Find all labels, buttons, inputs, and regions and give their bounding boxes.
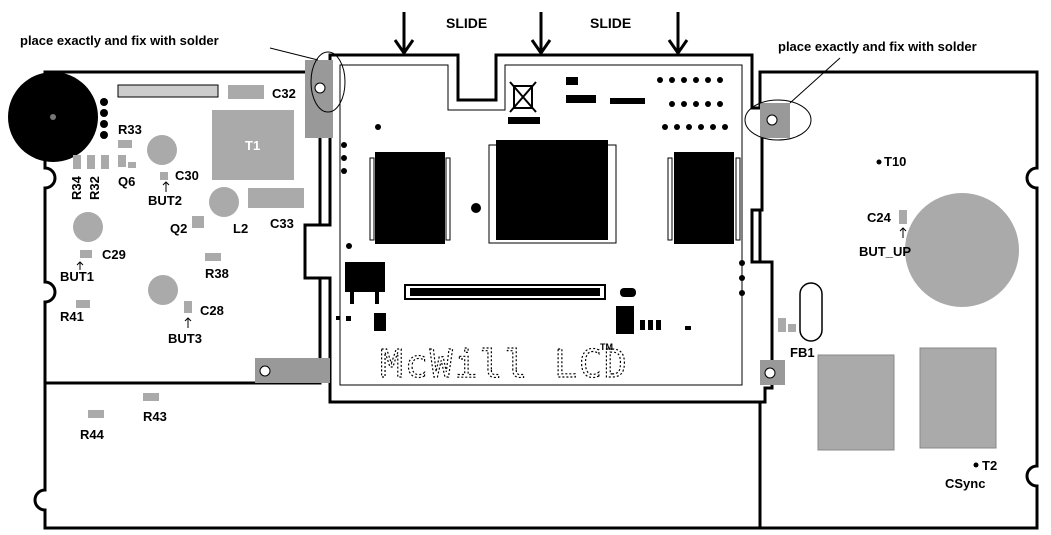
label-q2: Q2 <box>170 221 187 236</box>
weee-bin-icon <box>509 81 537 113</box>
slide-arrow-center <box>530 12 552 56</box>
left-board-outline <box>43 70 322 385</box>
label-t1: T1 <box>245 138 260 153</box>
label-c29: C29 <box>102 247 126 262</box>
lcd-chip-right <box>674 152 734 244</box>
label-r34: R34 <box>69 175 84 200</box>
label-c30: C30 <box>175 168 199 183</box>
label-but3: BUT3 <box>168 331 202 346</box>
right-board-outline <box>758 70 1039 530</box>
label-c24: C24 <box>867 210 892 225</box>
left-lower-board <box>33 383 762 530</box>
callout-ellipse-left <box>310 51 346 113</box>
slide-label-left: SLIDE <box>446 15 487 31</box>
lcd-chip-center <box>496 140 608 240</box>
label-but-up: BUT_UP <box>859 244 911 259</box>
fb1-part <box>799 282 823 342</box>
label-fb1: FB1 <box>790 345 815 360</box>
label-t2: T2 <box>982 458 997 473</box>
label-r38: R38 <box>205 266 229 281</box>
slide-arrow-left <box>393 12 415 56</box>
solder-note-right: place exactly and fix with solder <box>778 39 977 54</box>
label-r43: R43 <box>143 409 167 424</box>
label-r32: R32 <box>87 176 102 200</box>
label-csync: CSync <box>945 476 985 491</box>
lcd-inner-outline <box>339 64 743 386</box>
slide-label-right: SLIDE <box>590 15 631 31</box>
label-c33: C33 <box>270 216 294 231</box>
label-r41: R41 <box>60 309 84 324</box>
label-but2: BUT2 <box>148 193 182 208</box>
label-c28: C28 <box>200 303 224 318</box>
solder-tab-top-left <box>305 60 333 138</box>
inductor-right <box>919 347 997 449</box>
callout-ellipse-right <box>744 99 812 141</box>
lcd-small-parts <box>336 77 745 334</box>
label-r33: R33 <box>118 122 142 137</box>
label-r44: R44 <box>80 427 105 442</box>
label-l2: L2 <box>233 221 248 236</box>
label-but1: BUT1 <box>60 269 94 284</box>
connector-strip <box>117 84 219 98</box>
logo-text: McWill LCD <box>380 342 629 386</box>
transformer-t1 <box>212 110 294 180</box>
label-t10: T10 <box>884 154 906 169</box>
label-q6: Q6 <box>118 174 135 189</box>
round-pad-right <box>905 193 1019 307</box>
lcd-chip-left <box>375 152 445 244</box>
inductor-left <box>817 354 895 451</box>
logo-tm: TM <box>600 342 613 352</box>
solder-note-left: place exactly and fix with solder <box>20 33 219 48</box>
label-c32: C32 <box>272 86 296 101</box>
slide-arrow-right <box>667 12 689 56</box>
